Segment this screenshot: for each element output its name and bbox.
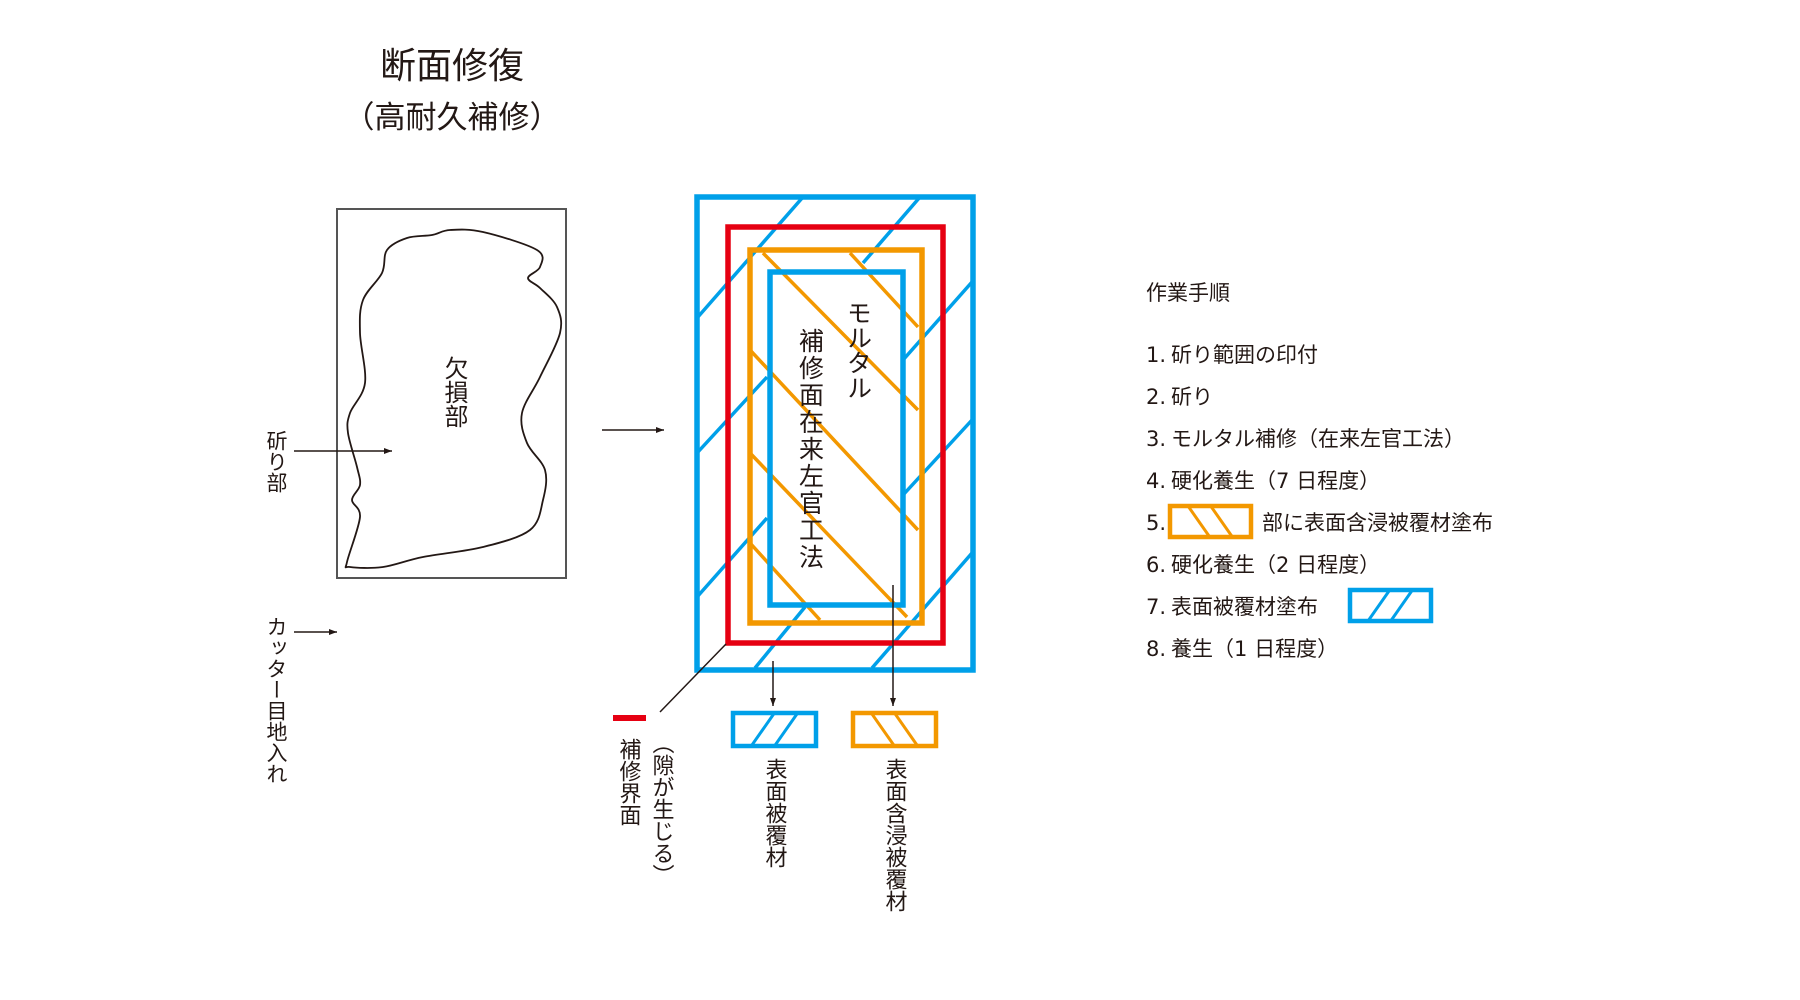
before-figure: 欠損部 斫り部 カッター目地入れ bbox=[264, 208, 567, 784]
procedure-step: 7.表面被覆材塗布 bbox=[1146, 595, 1318, 619]
step-text: 斫り bbox=[1171, 385, 1213, 409]
hatch-line bbox=[748, 451, 909, 619]
inner-coating-border bbox=[767, 269, 906, 608]
impregnation-label: 表面含浸被覆材 bbox=[882, 758, 908, 912]
after-figure: モルタル 補修面在来左官工法 補修界面 （隙が生じる） 表面被覆材 表面含浸被覆… bbox=[613, 194, 976, 912]
procedure-step: 8.養生（1 日程度） bbox=[1146, 637, 1338, 661]
impregnation-symbol bbox=[1167, 503, 1254, 540]
hatch-line bbox=[748, 348, 920, 532]
swatch-hatch-line bbox=[870, 712, 896, 747]
swatch-hatch-line bbox=[1389, 589, 1414, 622]
impregnation-border bbox=[747, 247, 925, 626]
swatch-border bbox=[850, 710, 939, 749]
step-text: 斫り範囲の印付 bbox=[1171, 343, 1318, 367]
surface-coating-hatch bbox=[695, 195, 974, 670]
hatch-line bbox=[861, 195, 922, 265]
procedure-list: 作業手順 1.斫り範囲の印付 2.斫り 3.モルタル補修（在来左官工法） 4.硬… bbox=[1146, 281, 1493, 661]
hatch-line bbox=[901, 418, 974, 497]
coating-label: 表面被覆材 bbox=[762, 758, 788, 868]
method-label: 補修面在来左官工法 bbox=[796, 328, 825, 571]
procedure-step: 2.斫り bbox=[1146, 385, 1213, 409]
step-text: 硬化養生（7 日程度） bbox=[1171, 469, 1380, 493]
damage-label: 欠損部 bbox=[440, 356, 468, 428]
concrete-section-box bbox=[336, 208, 567, 579]
swatch-hatch-line bbox=[750, 712, 776, 747]
gap-note: （隙が生じる） bbox=[649, 732, 675, 886]
swatch-hatch-line bbox=[773, 712, 799, 747]
chipping-label: 斫り部 bbox=[264, 430, 288, 493]
step-number: 8. bbox=[1146, 637, 1166, 661]
mortar-label: モルタル bbox=[844, 300, 873, 400]
swatch-hatch-line bbox=[893, 712, 919, 747]
hatch-line bbox=[695, 375, 769, 455]
interface-leader-line bbox=[659, 643, 727, 713]
procedure-heading: 作業手順 bbox=[1146, 281, 1230, 305]
procedure-step-number: 5. bbox=[1146, 511, 1166, 535]
outer-coating-border bbox=[694, 194, 976, 673]
procedure-step: 4.硬化養生（7 日程度） bbox=[1146, 469, 1380, 493]
step-number: 1. bbox=[1146, 343, 1166, 367]
swatch-hatch-line bbox=[1186, 505, 1211, 538]
step-number: 2. bbox=[1146, 385, 1166, 409]
step-number: 3. bbox=[1146, 427, 1166, 451]
swatch-border bbox=[730, 710, 819, 749]
impregnation-hatch bbox=[748, 251, 920, 622]
procedure-step: 1.斫り範囲の印付 bbox=[1146, 343, 1318, 367]
hatch-line bbox=[901, 280, 974, 362]
coating-legend-swatch bbox=[730, 710, 819, 749]
damage-outline bbox=[344, 228, 563, 569]
swatch-hatch-line bbox=[1209, 505, 1234, 538]
step-number: 4. bbox=[1146, 469, 1166, 493]
step-text: モルタル補修（在来左官工法） bbox=[1171, 427, 1465, 451]
step-text: 養生（1 日程度） bbox=[1171, 637, 1338, 661]
hatch-line bbox=[848, 251, 920, 329]
coating-symbol bbox=[1347, 587, 1434, 624]
hatch-line bbox=[695, 516, 769, 599]
step-text: 硬化養生（2 日程度） bbox=[1171, 553, 1380, 577]
repair-interface-border bbox=[725, 224, 946, 646]
diagram-subtitle: （高耐久補修） bbox=[344, 100, 561, 136]
diagram-title: 断面修復 bbox=[380, 46, 524, 87]
cutter-joint-label: カッター目地入れ bbox=[264, 616, 288, 784]
hatch-line bbox=[753, 605, 807, 670]
interface-label: 補修界面 bbox=[616, 738, 642, 826]
procedure-step: 3.モルタル補修（在来左官工法） bbox=[1146, 427, 1465, 451]
hatch-line bbox=[761, 251, 920, 412]
step-text: 表面被覆材塗布 bbox=[1171, 595, 1318, 619]
impregnation-legend-swatch bbox=[850, 710, 939, 749]
swatch-border bbox=[1167, 503, 1254, 540]
procedure-step: 6.硬化養生（2 日程度） bbox=[1146, 553, 1380, 577]
swatch-hatch-line bbox=[1366, 589, 1391, 622]
swatch-border bbox=[1347, 587, 1434, 624]
step-number: 7. bbox=[1146, 595, 1166, 619]
procedure-step-text: 部に表面含浸被覆材塗布 bbox=[1262, 511, 1493, 535]
step-number: 6. bbox=[1146, 553, 1166, 577]
